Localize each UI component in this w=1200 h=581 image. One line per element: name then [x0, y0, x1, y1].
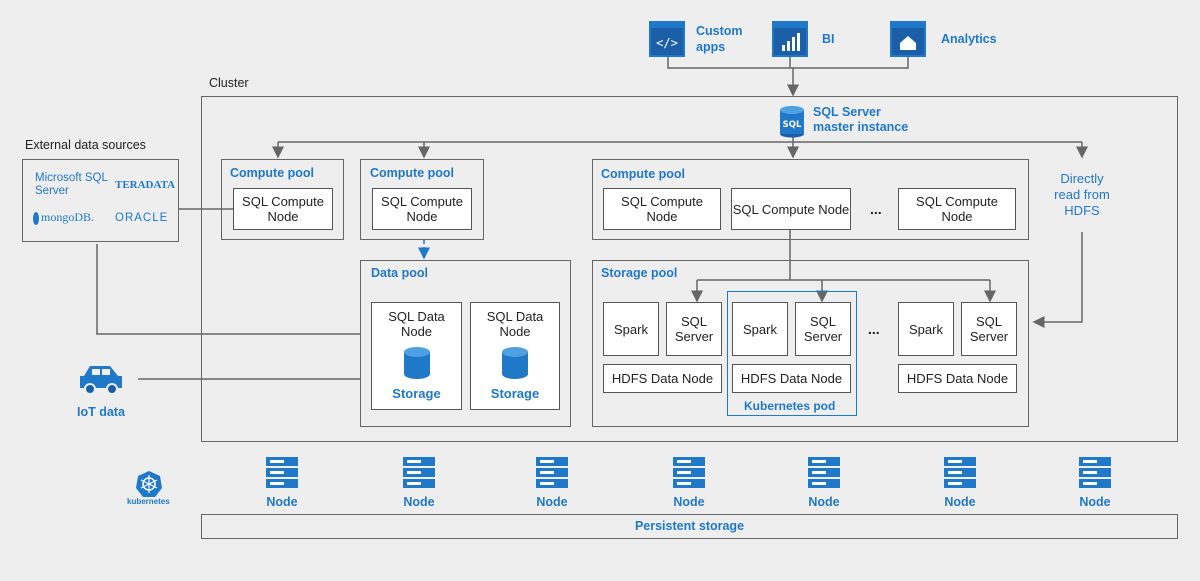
mssql-logo: Microsoft SQL Server [35, 172, 108, 197]
sql-server-node-3: SQL Server [961, 302, 1017, 356]
data-pool-title: Data pool [371, 266, 428, 280]
sql-data-node-2-label: SQL Data Node [486, 309, 544, 339]
cluster-label: Cluster [209, 76, 249, 90]
storage-label-2: Storage [490, 386, 540, 401]
sql-server-node-2: SQL Server [795, 302, 851, 356]
master-instance-label: SQL Server master instance [813, 105, 909, 134]
sql-data-node-1: SQL Data Node Storage [371, 302, 462, 410]
svg-text:</>: </> [656, 36, 678, 50]
compute-pool-2-title: Compute pool [370, 166, 455, 180]
node-label: Node [1079, 495, 1111, 509]
storage-pool [592, 260, 1029, 427]
hdfs-data-node-2: HDFS Data Node [732, 364, 851, 393]
leaf-icon [33, 211, 39, 225]
node-label: Node [944, 495, 976, 509]
storage-cylinder-icon [403, 347, 430, 382]
compute-pool-3 [592, 159, 1029, 240]
app-label-analytics: Analytics [941, 32, 997, 46]
spark-node-2: Spark [732, 302, 788, 356]
kubernetes-pod-label: Kubernetes pod [744, 399, 836, 413]
node-label: Node [403, 495, 435, 509]
server-node-icon [944, 457, 976, 494]
node-label: Node [536, 495, 568, 509]
app-label-custom: Custom apps [696, 24, 743, 54]
storage-ellipsis: ... [868, 321, 880, 337]
kubernetes-pod [727, 291, 857, 416]
master-icon-text: SQL [783, 120, 802, 130]
node-label: Node [808, 495, 840, 509]
compute-pool-1 [221, 159, 344, 240]
hdfs-data-node-3: HDFS Data Node [898, 364, 1017, 393]
compute-ellipsis: ... [870, 201, 882, 217]
sql-data-node-1-label: SQL Data Node [388, 309, 445, 339]
app-label-bi: BI [822, 32, 835, 46]
sql-compute-node-5: SQL Compute Node [898, 188, 1016, 230]
storage-pool-title: Storage pool [601, 266, 678, 280]
home-window-icon [890, 21, 926, 62]
spark-node-1: Spark [603, 302, 659, 356]
server-node-icon [1079, 457, 1111, 494]
hdfs-data-node-1: HDFS Data Node [603, 364, 722, 393]
cluster-box [201, 96, 1178, 442]
server-node-icon [266, 457, 298, 494]
kubernetes-label: kubernetes [127, 497, 170, 506]
compute-pool-2 [360, 159, 484, 240]
chart-window-icon [772, 21, 808, 62]
storage-cylinder-icon [502, 347, 528, 382]
sql-compute-node-4: SQL Compute Node [731, 188, 851, 230]
car-icon [78, 362, 126, 401]
external-sources-box: Microsoft SQL Server TERADATA mongoDB. O… [22, 159, 179, 242]
compute-pool-3-title: Compute pool [601, 167, 686, 181]
oracle-logo: ORACLE [115, 212, 169, 224]
persistent-storage-label: Persistent storage [634, 519, 745, 533]
data-pool [360, 260, 571, 427]
spark-node-3: Spark [898, 302, 954, 356]
sql-compute-node-3: SQL Compute Node [603, 188, 721, 230]
iot-data-label: IoT data [77, 405, 125, 419]
mongodb-logo-text: mongoDB. [41, 210, 95, 224]
server-node-icon [673, 457, 705, 494]
server-node-icon [403, 457, 435, 494]
teradata-logo: TERADATA [115, 179, 176, 191]
direct-read-label: Directly read from HDFS [1054, 171, 1110, 218]
server-node-icon [536, 457, 568, 494]
sql-server-node-1: SQL Server [666, 302, 722, 356]
storage-label-1: Storage [392, 386, 441, 401]
server-node-icon [808, 457, 840, 494]
database-icon: SQL [778, 104, 806, 143]
sql-compute-node-1: SQL Compute Node [233, 188, 333, 230]
mongodb-logo: mongoDB. [33, 210, 94, 225]
node-label: Node [266, 495, 298, 509]
kubernetes-logo-icon [135, 470, 163, 503]
external-sources-title: External data sources [25, 138, 146, 152]
code-window-icon: </> [649, 21, 685, 62]
sql-compute-node-2: SQL Compute Node [372, 188, 472, 230]
sql-data-node-2: SQL Data Node Storage [470, 302, 560, 410]
node-label: Node [673, 495, 705, 509]
persistent-storage [201, 514, 1178, 539]
compute-pool-1-title: Compute pool [230, 166, 315, 180]
